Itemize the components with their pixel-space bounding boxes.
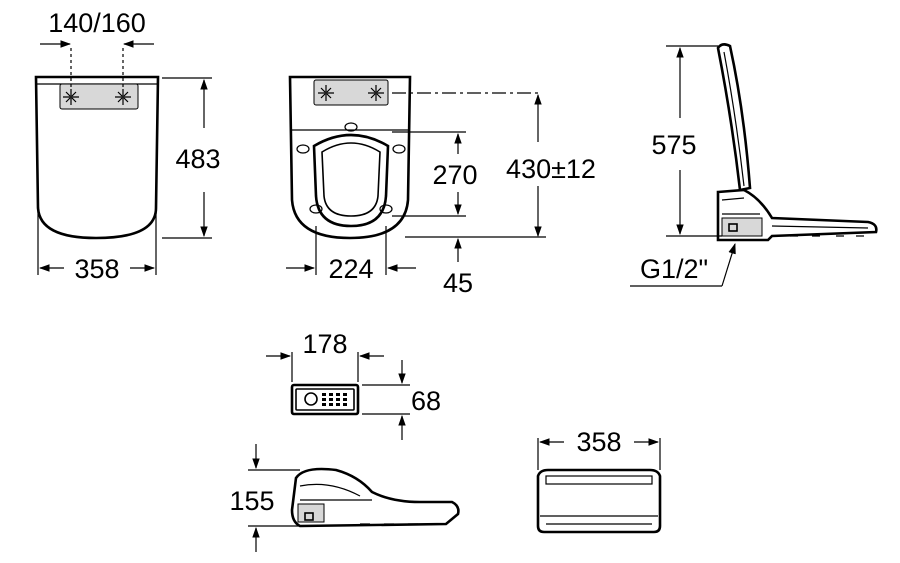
- remote-dial-icon: [304, 392, 318, 406]
- seat-nozzle: [344, 122, 358, 132]
- lid-hinge-plate: [59, 83, 139, 110]
- profile-body: [290, 467, 460, 528]
- back-body: [536, 468, 662, 534]
- seat-back-view: 358: [536, 427, 662, 534]
- dim-label-remote-width: 178: [302, 329, 347, 359]
- side-water-inlet: [728, 223, 738, 232]
- seat-fixing-bolt-right: [368, 85, 384, 101]
- seat-outline: [288, 75, 412, 240]
- profile-water-inlet: [304, 512, 314, 521]
- dim-label-lid-height: 483: [175, 144, 220, 174]
- dim-label-bolt-spacing: 140/160: [48, 8, 146, 38]
- dim-label-fixing-offset: 45: [443, 268, 473, 298]
- dim-label-profile-height: 155: [229, 486, 274, 516]
- dim-label-side-height: 575: [651, 130, 696, 160]
- remote-control-view: 178 68: [266, 329, 441, 440]
- seat-bumper-top-right: [392, 144, 406, 154]
- dim-label-remote-height: 68: [411, 386, 441, 416]
- seat-ring-outer: [312, 133, 390, 228]
- remote-button-grid: [322, 393, 347, 406]
- lid-fixing-bolt-left: [63, 89, 79, 105]
- dim-label-seat-opening-width: 224: [328, 254, 373, 284]
- lid-top-view: 140/160 483 358: [34, 8, 221, 284]
- side-lid-upright: [716, 43, 752, 192]
- lid-fixing-bolt-right: [115, 89, 131, 105]
- seat-fixing-bolt-left: [318, 85, 334, 101]
- seat-profile-view: 155: [229, 444, 460, 552]
- dim-label-back-width: 358: [576, 427, 621, 457]
- seat-bumper-bottom-right: [379, 204, 393, 214]
- lid-outline: [34, 75, 160, 240]
- seat-bumper-top-left: [296, 144, 310, 154]
- dim-label-lid-width: 358: [74, 254, 119, 284]
- seat-bumper-bottom-left: [309, 204, 323, 214]
- seat-side-view: 575 G1/2": [630, 43, 878, 287]
- label-water-connection: G1/2": [640, 254, 708, 284]
- seat-top-view: 270 430±12 45 224: [286, 75, 596, 298]
- seat-ring-inner: [321, 142, 381, 217]
- dim-label-seat-opening-depth: 270: [432, 160, 477, 190]
- dim-label-seat-total-depth: 430±12: [506, 154, 596, 184]
- seat-hinge-plate: [313, 79, 389, 106]
